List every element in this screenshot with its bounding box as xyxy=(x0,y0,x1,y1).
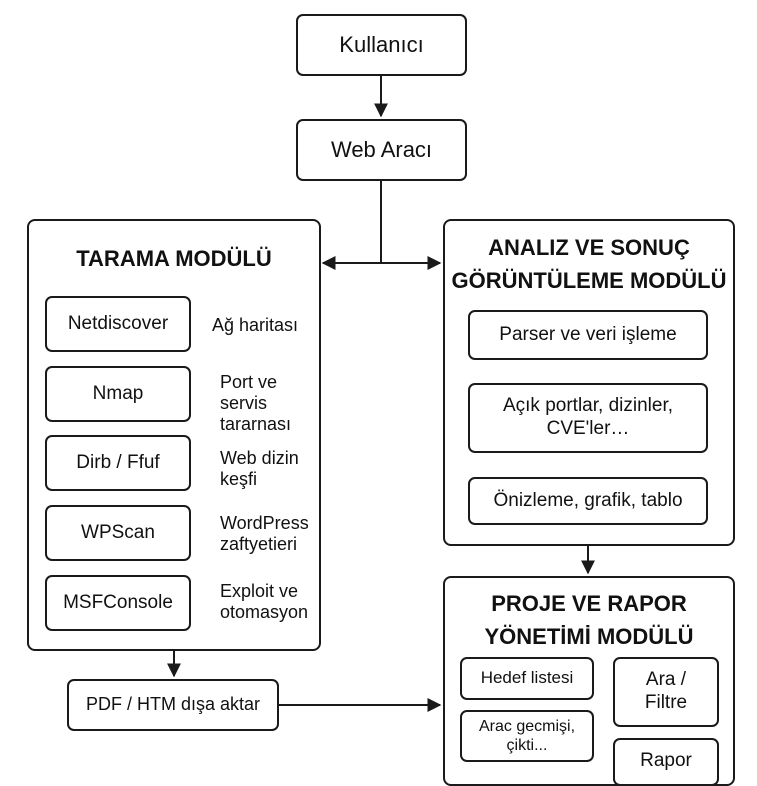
analysis-step-findings: Açık portlar, dizinler, CVE'ler… xyxy=(468,383,708,453)
tool-description: WordPress zaftyetieri xyxy=(220,513,309,554)
tool-description: Port ve servis tararnası xyxy=(220,372,292,434)
analysis-step-label: Parser ve veri işleme xyxy=(499,323,677,345)
analysis-step-label: Önizleme, grafik, tablo xyxy=(493,489,683,511)
tool-name: Nmap xyxy=(92,382,144,404)
analysis-step-parser: Parser ve veri işleme xyxy=(468,310,708,360)
report-item-label: Ara / Filtre xyxy=(644,669,688,713)
web-tool-node-label: Web Aracı xyxy=(330,136,433,162)
pdf-export-node-label: PDF / HTM dışa aktar xyxy=(85,694,261,715)
report-item-tool-history: Arac gecmişi, çikti... xyxy=(460,710,594,762)
tool-dirb-ffuf: Dirb / Ffuf xyxy=(45,435,191,491)
tool-description: Exploit ve otomasyon xyxy=(220,581,309,622)
report-module-title: PROJE VE RAPOR YÖNETİMİ MODÜLÜ xyxy=(484,591,694,649)
tool-name: Netdiscover xyxy=(67,312,169,334)
tool-description: Ağ haritası xyxy=(212,315,299,335)
tool-msfconsole: MSFConsole xyxy=(45,575,191,631)
report-item-label: Hedef listesi xyxy=(480,668,574,688)
tool-nmap: Nmap xyxy=(45,366,191,422)
user-node: Kullanıcı xyxy=(296,14,467,76)
analysis-module-title: ANALIZ VE SONUÇ GÖRÜNTÜLEME MODÜLÜ xyxy=(451,235,727,293)
tool-name: WPScan xyxy=(81,521,155,543)
analysis-step-label: Açık portlar, dizinler, CVE'ler… xyxy=(502,395,674,439)
tool-description: Web dizin keşfi xyxy=(220,448,299,489)
scan-module-title: TARAMA MODÜLÜ xyxy=(76,246,272,271)
tool-netdiscover: Netdiscover xyxy=(45,296,191,352)
report-item-label: Arac gecmişi, çikti... xyxy=(478,717,576,754)
tool-name: Dirb / Ffuf xyxy=(76,451,160,473)
report-item-target-list: Hedef listesi xyxy=(460,657,594,700)
web-tool-node: Web Aracı xyxy=(296,119,467,181)
tool-wpscan: WPScan xyxy=(45,505,191,561)
tool-name: MSFConsole xyxy=(63,591,173,613)
user-node-label: Kullanıcı xyxy=(339,31,424,57)
report-item-report: Rapor xyxy=(613,738,719,786)
pdf-export-node: PDF / HTM dışa aktar xyxy=(67,679,279,731)
report-item-search-filter: Ara / Filtre xyxy=(613,657,719,727)
report-item-label: Rapor xyxy=(640,750,692,771)
analysis-step-preview: Önizleme, grafik, tablo xyxy=(468,477,708,525)
